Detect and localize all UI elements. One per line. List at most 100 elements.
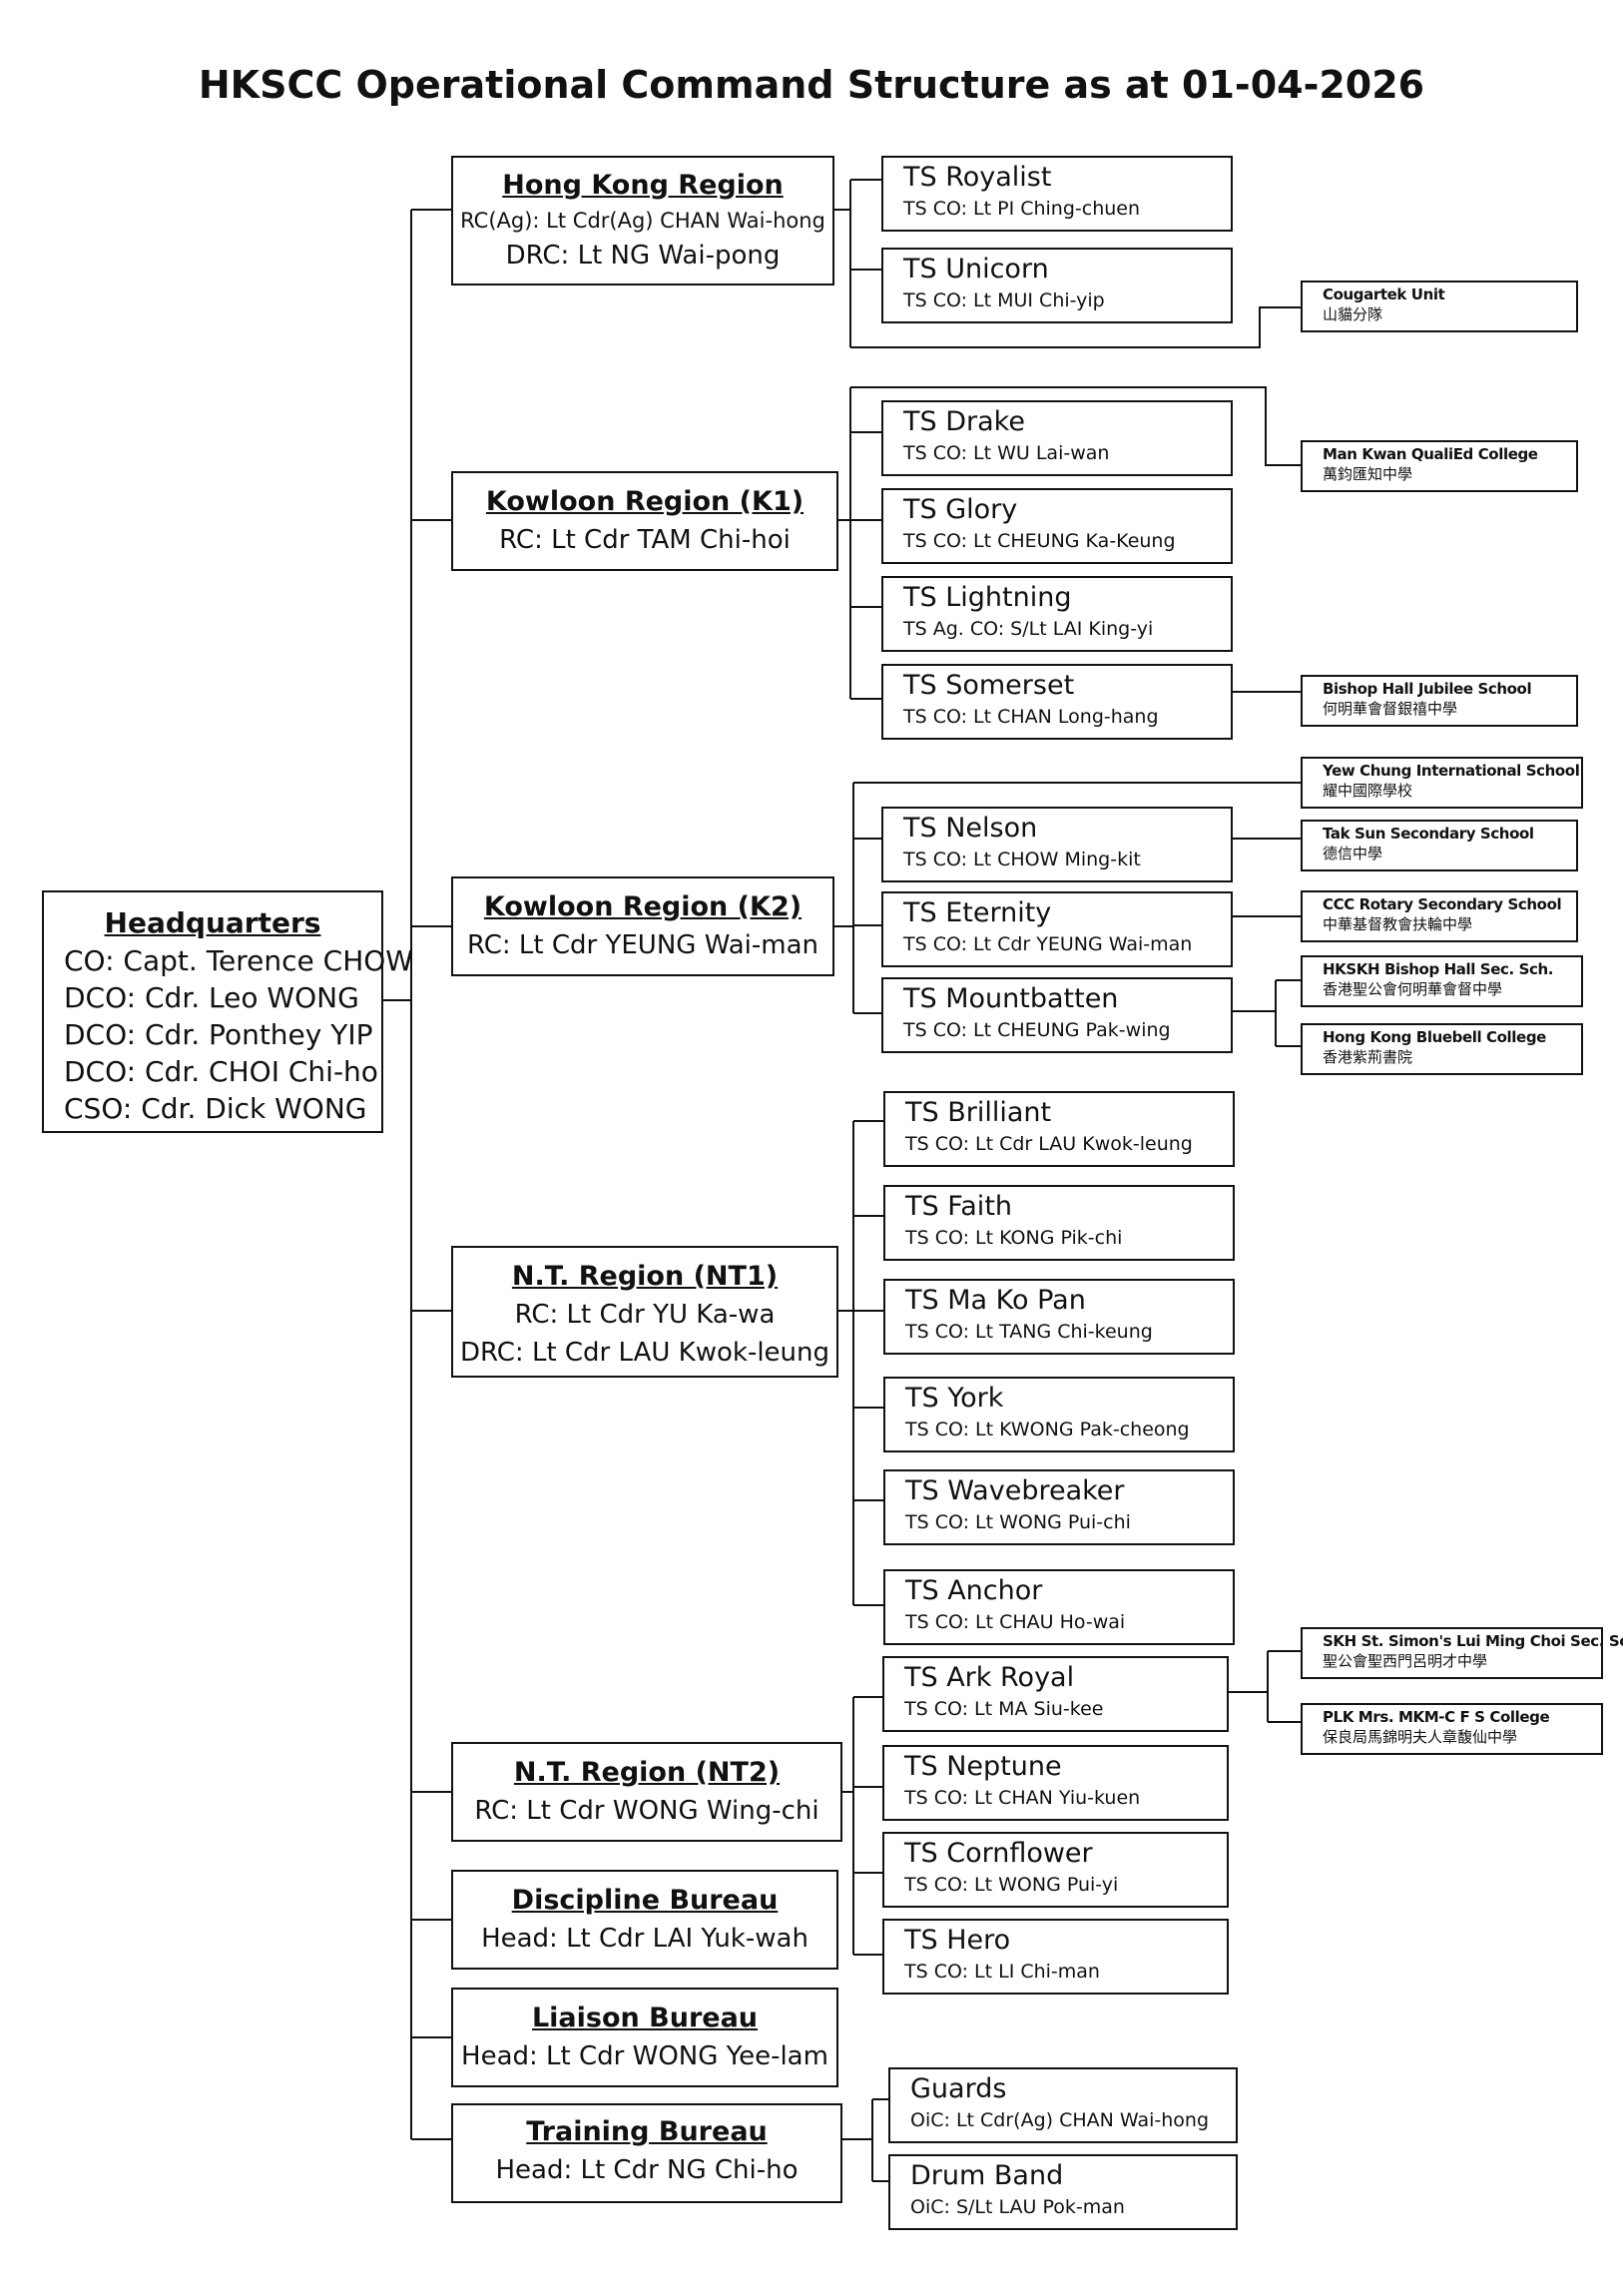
unit-box-ts-lightning: TS Lightning TS Ag. CO: S/Lt LAI King-yi	[881, 576, 1233, 652]
hq-line: DCO: Cdr. Ponthey YIP	[64, 1018, 373, 1051]
unit-name: TS Anchor	[905, 1575, 1043, 1606]
school-name-zh: 香港紫荊書院	[1323, 1048, 1413, 1066]
region-box-hong-kong: Hong Kong Region RC(Ag): Lt Cdr(Ag) CHAN…	[451, 156, 834, 286]
unit-box-ts-cornflower: TS Cornflower TS CO: Lt WONG Pui-yi	[882, 1832, 1229, 1908]
connector-hq-trunk	[383, 210, 412, 2139]
connector-nt1	[838, 1120, 883, 1606]
unit-name: TS Neptune	[904, 1751, 1062, 1782]
school-box-skh-st-simons: SKH St. Simon's Lui Ming Choi Sec. Sch. …	[1301, 1627, 1623, 1679]
unit-box-ts-mountbatten: TS Mountbatten TS CO: Lt CHEUNG Pak-wing	[881, 977, 1233, 1053]
unit-box-ts-neptune: TS Neptune TS CO: Lt CHAN Yiu-kuen	[882, 1745, 1229, 1821]
bureau-box-discipline: Discipline Bureau Head: Lt Cdr LAI Yuk-w…	[451, 1870, 838, 1970]
connector-hk	[834, 179, 1301, 348]
school-box-plk: PLK Mrs. MKM-C F S College 保良局馬錦明夫人章馥仙中學	[1301, 1703, 1603, 1755]
unit-name: TS Faith	[905, 1191, 1013, 1222]
unit-co: TS CO: Lt PI Ching-chuen	[903, 198, 1141, 220]
region-line: DRC: Lt Cdr LAU Kwok-leung	[459, 1338, 830, 1368]
unit-co: TS CO: Lt KWONG Pak-cheong	[905, 1419, 1190, 1440]
school-name-en: Bishop Hall Jubilee School	[1323, 680, 1532, 698]
unit-box-ts-somerset: TS Somerset TS CO: Lt CHAN Long-hang	[881, 664, 1233, 740]
region-name: N.T. Region (NT1)	[511, 1261, 779, 1292]
bureau-box-training: Training Bureau Head: Lt Cdr NG Chi-ho	[451, 2103, 842, 2203]
school-name-zh: 保良局馬錦明夫人章馥仙中學	[1323, 1728, 1518, 1746]
school-name-zh: 德信中學	[1323, 845, 1383, 862]
bureau-name: Discipline Bureau	[511, 1885, 779, 1916]
unit-name: TS Nelson	[903, 813, 1038, 844]
bureau-name: Liaison Bureau	[531, 2003, 759, 2033]
unit-name: TS York	[905, 1383, 1004, 1414]
unit-name: TS Hero	[904, 1925, 1011, 1956]
unit-name: Guards	[910, 2073, 1007, 2104]
headquarters-box: Headquarters CO: Capt. Terence CHOW DCO:…	[42, 890, 413, 1133]
unit-name: TS Eternity	[903, 897, 1052, 928]
school-name-zh: 山貓分隊	[1323, 305, 1383, 323]
unit-box-ts-drake: TS Drake TS CO: Lt WU Lai-wan	[881, 400, 1233, 476]
unit-co: TS CO: Lt MUI Chi-yip	[903, 289, 1105, 311]
school-name-zh: 萬鈞匯知中學	[1323, 465, 1413, 483]
region-box-kowloon-k2: Kowloon Region (K2) RC: Lt Cdr YEUNG Wai…	[451, 876, 834, 976]
bureau-name: Training Bureau	[526, 2116, 768, 2147]
school-name-zh: 耀中國際學校	[1323, 782, 1413, 800]
connector-k1	[838, 386, 1301, 700]
unit-co: TS CO: Lt CHOW Ming-kit	[903, 849, 1141, 870]
unit-co: TS CO: Lt CHAN Long-hang	[903, 706, 1159, 728]
unit-co: TS CO: Lt MA Siu-kee	[904, 1698, 1104, 1720]
unit-box-ts-royalist: TS Royalist TS CO: Lt PI Ching-chuen	[881, 156, 1233, 232]
region-box-nt2: N.T. Region (NT2) RC: Lt Cdr WONG Wing-c…	[451, 1742, 842, 1842]
bureau-line: Head: Lt Cdr WONG Yee-lam	[461, 2041, 828, 2071]
unit-box-ts-hero: TS Hero TS CO: Lt LI Chi-man	[882, 1919, 1229, 1995]
region-line: RC: Lt Cdr YU Ka-wa	[514, 1300, 776, 1330]
school-box-cougartek: Cougartek Unit 山貓分隊	[1301, 281, 1578, 332]
unit-co: TS CO: Lt CHAN Yiu-kuen	[904, 1787, 1141, 1809]
region-line: RC: Lt Cdr TAM Chi-hoi	[499, 525, 791, 555]
school-name-en: Cougartek Unit	[1323, 286, 1445, 303]
region-box-nt1: N.T. Region (NT1) RC: Lt Cdr YU Ka-wa DR…	[451, 1246, 838, 1378]
school-name-en: Hong Kong Bluebell College	[1323, 1028, 1546, 1046]
unit-co: TS CO: Lt WONG Pui-chi	[905, 1511, 1131, 1533]
unit-box-ts-york: TS York TS CO: Lt KWONG Pak-cheong	[883, 1377, 1235, 1452]
unit-name: TS Ark Royal	[904, 1662, 1075, 1693]
region-name: Kowloon Region (K1)	[485, 486, 805, 517]
hq-line: DCO: Cdr. CHOI Chi-ho	[64, 1055, 378, 1088]
unit-co: TS CO: Lt LI Chi-man	[904, 1961, 1100, 1983]
region-line: RC: Lt Cdr YEUNG Wai-man	[466, 930, 819, 960]
unit-co: OiC: Lt Cdr(Ag) CHAN Wai-hong	[910, 2109, 1209, 2131]
page-title: HKSCC Operational Command Structure as a…	[198, 63, 1425, 107]
unit-box-ts-ma-ko-pan: TS Ma Ko Pan TS CO: Lt TANG Chi-keung	[883, 1279, 1235, 1355]
hq-line: CO: Capt. Terence CHOW	[64, 944, 413, 977]
unit-name: TS Royalist	[903, 162, 1052, 193]
unit-name: TS Lightning	[903, 582, 1072, 613]
unit-name: TS Unicorn	[903, 254, 1049, 285]
school-box-ccc-rotary: CCC Rotary Secondary School 中華基督教會扶輪中學	[1301, 890, 1578, 942]
school-box-man-kwan: Man Kwan QualiEd College 萬鈞匯知中學	[1301, 440, 1578, 492]
unit-box-ts-glory: TS Glory TS CO: Lt CHEUNG Ka-Keung	[881, 488, 1233, 564]
unit-box-ts-nelson: TS Nelson TS CO: Lt CHOW Ming-kit	[881, 807, 1233, 882]
bureau-line: Head: Lt Cdr NG Chi-ho	[495, 2155, 799, 2185]
unit-box-ts-ark-royal: TS Ark Royal TS CO: Lt MA Siu-kee	[882, 1656, 1229, 1732]
unit-co: TS CO: Lt CHEUNG Pak-wing	[903, 1019, 1171, 1041]
unit-box-ts-wavebreaker: TS Wavebreaker TS CO: Lt WONG Pui-chi	[883, 1469, 1235, 1545]
school-name-en: Tak Sun Secondary School	[1323, 825, 1534, 843]
unit-name: TS Somerset	[903, 670, 1075, 701]
unit-co: TS CO: Lt WONG Pui-yi	[904, 1874, 1119, 1896]
unit-name: TS Ma Ko Pan	[905, 1285, 1086, 1316]
unit-co: TS CO: Lt Cdr YEUNG Wai-man	[903, 933, 1193, 955]
school-name-en: Yew Chung International School	[1323, 762, 1580, 780]
school-name-zh: 聖公會聖西門呂明才中學	[1323, 1652, 1488, 1670]
school-name-zh: 何明華會督銀禧中學	[1323, 700, 1458, 718]
school-name-en: HKSKH Bishop Hall Sec. Sch.	[1323, 960, 1554, 978]
region-box-kowloon-k1: Kowloon Region (K1) RC: Lt Cdr TAM Chi-h…	[451, 471, 838, 571]
unit-name: TS Wavebreaker	[905, 1475, 1125, 1506]
unit-name: TS Drake	[903, 406, 1025, 437]
unit-co: TS CO: Lt CHEUNG Ka-Keung	[903, 530, 1176, 552]
school-box-bluebell: Hong Kong Bluebell College 香港紫荊書院	[1301, 1023, 1583, 1075]
region-name: Hong Kong Region	[502, 170, 784, 201]
unit-box-ts-anchor: TS Anchor TS CO: Lt CHAU Ho-wai	[883, 1569, 1235, 1645]
unit-name: TS Mountbatten	[903, 983, 1119, 1014]
headquarters-name: Headquarters	[104, 906, 321, 939]
unit-co: TS CO: Lt TANG Chi-keung	[905, 1321, 1153, 1343]
unit-box-ts-faith: TS Faith TS CO: Lt KONG Pik-chi	[883, 1185, 1235, 1261]
unit-box-drum-band: Drum Band OiC: S/Lt LAU Pok-man	[888, 2154, 1238, 2230]
